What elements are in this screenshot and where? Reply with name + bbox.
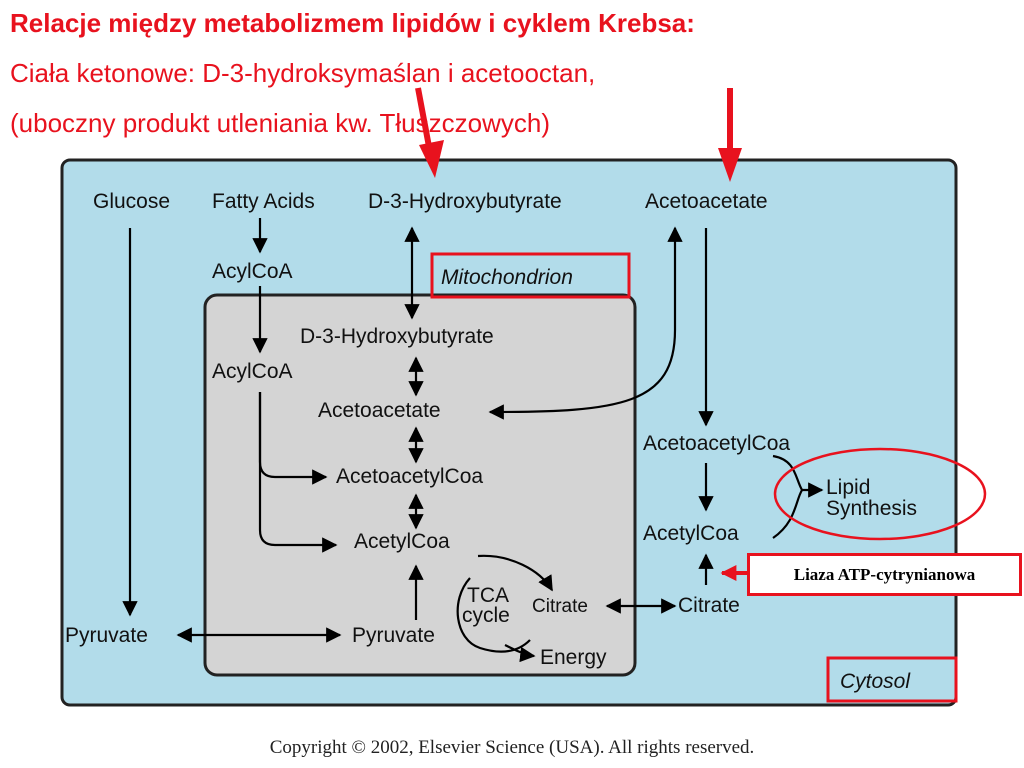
label-tca: TCA: [467, 584, 509, 607]
label-citrate-inner: Citrate: [532, 596, 588, 617]
label-synthesis: Synthesis: [826, 497, 917, 520]
subtitle-line-2: (uboczny produkt utleniania kw. Tłuszczo…: [10, 108, 550, 138]
enzyme-label: Liaza ATP-cytrynianowa: [793, 564, 976, 584]
tca-cycle-ring: [456, 577, 531, 653]
label-fatty-acids: Fatty Acids: [212, 190, 315, 213]
arrow-tca-acetylcoa-citrate: [477, 554, 553, 592]
enzyme-label-box: Liaza ATP-cytrynianowa: [747, 553, 1022, 596]
arrow-tca-energy: [504, 644, 536, 663]
label-citrate-outer: Citrate: [678, 594, 740, 617]
label-acetylcoa-inner: AcetylCoa: [354, 530, 450, 553]
label-pyruvate-inner: Pyruvate: [352, 624, 435, 647]
label-energy: Energy: [540, 646, 607, 669]
label-lipid: Lipid: [826, 476, 870, 499]
label-cycle: cycle: [462, 604, 510, 627]
label-hydroxybutyrate-inner: D-3-Hydroxybutyrate: [300, 325, 494, 348]
label-hydroxybutyrate-outer: D-3-Hydroxybutyrate: [368, 190, 562, 213]
arrow-acetoacetate-export: [488, 226, 683, 420]
copyright-notice: Copyright © 2002, Elsevier Science (USA)…: [269, 737, 755, 758]
label-acetylcoa-outer: AcetylCoa: [643, 522, 739, 545]
arrow-acylcoa-acetylcoa: [258, 392, 338, 553]
slide-title: Relacje między metabolizmem lipidów i cy…: [10, 8, 695, 38]
red-arrowhead-acetoacetate: [718, 148, 742, 182]
label-mitochondrion: Mitochondrion: [441, 266, 573, 289]
label-acetoacetylcoa-inner: AcetoacetylCoa: [336, 465, 483, 488]
label-acetoacetate-outer: Acetoacetate: [645, 190, 768, 213]
label-pyruvate-outer: Pyruvate: [65, 624, 148, 647]
pathway-diagram: Glucose Fatty Acids D-3-Hydroxybutyrate …: [60, 87, 987, 707]
label-cytosol: Cytosol: [840, 670, 911, 693]
red-arrow-hydroxybutyrate: [415, 87, 433, 153]
lipid-synthesis-highlight: [773, 447, 987, 541]
label-glucose: Glucose: [93, 190, 170, 213]
label-acetoacetate-inner: Acetoacetate: [318, 399, 441, 422]
cytosol-label-box: [826, 656, 958, 703]
label-acylcoa-outer: AcylCoA: [212, 260, 293, 283]
subtitle-line: Ciała ketonowe: D-3-hydroksymaślan i ace…: [10, 58, 596, 88]
label-acylcoa-inner: AcylCoA: [212, 360, 293, 383]
red-arrowhead-hydroxybutyrate: [419, 140, 444, 178]
label-acetoacetylcoa-outer: AcetoacetylCoa: [643, 432, 790, 455]
